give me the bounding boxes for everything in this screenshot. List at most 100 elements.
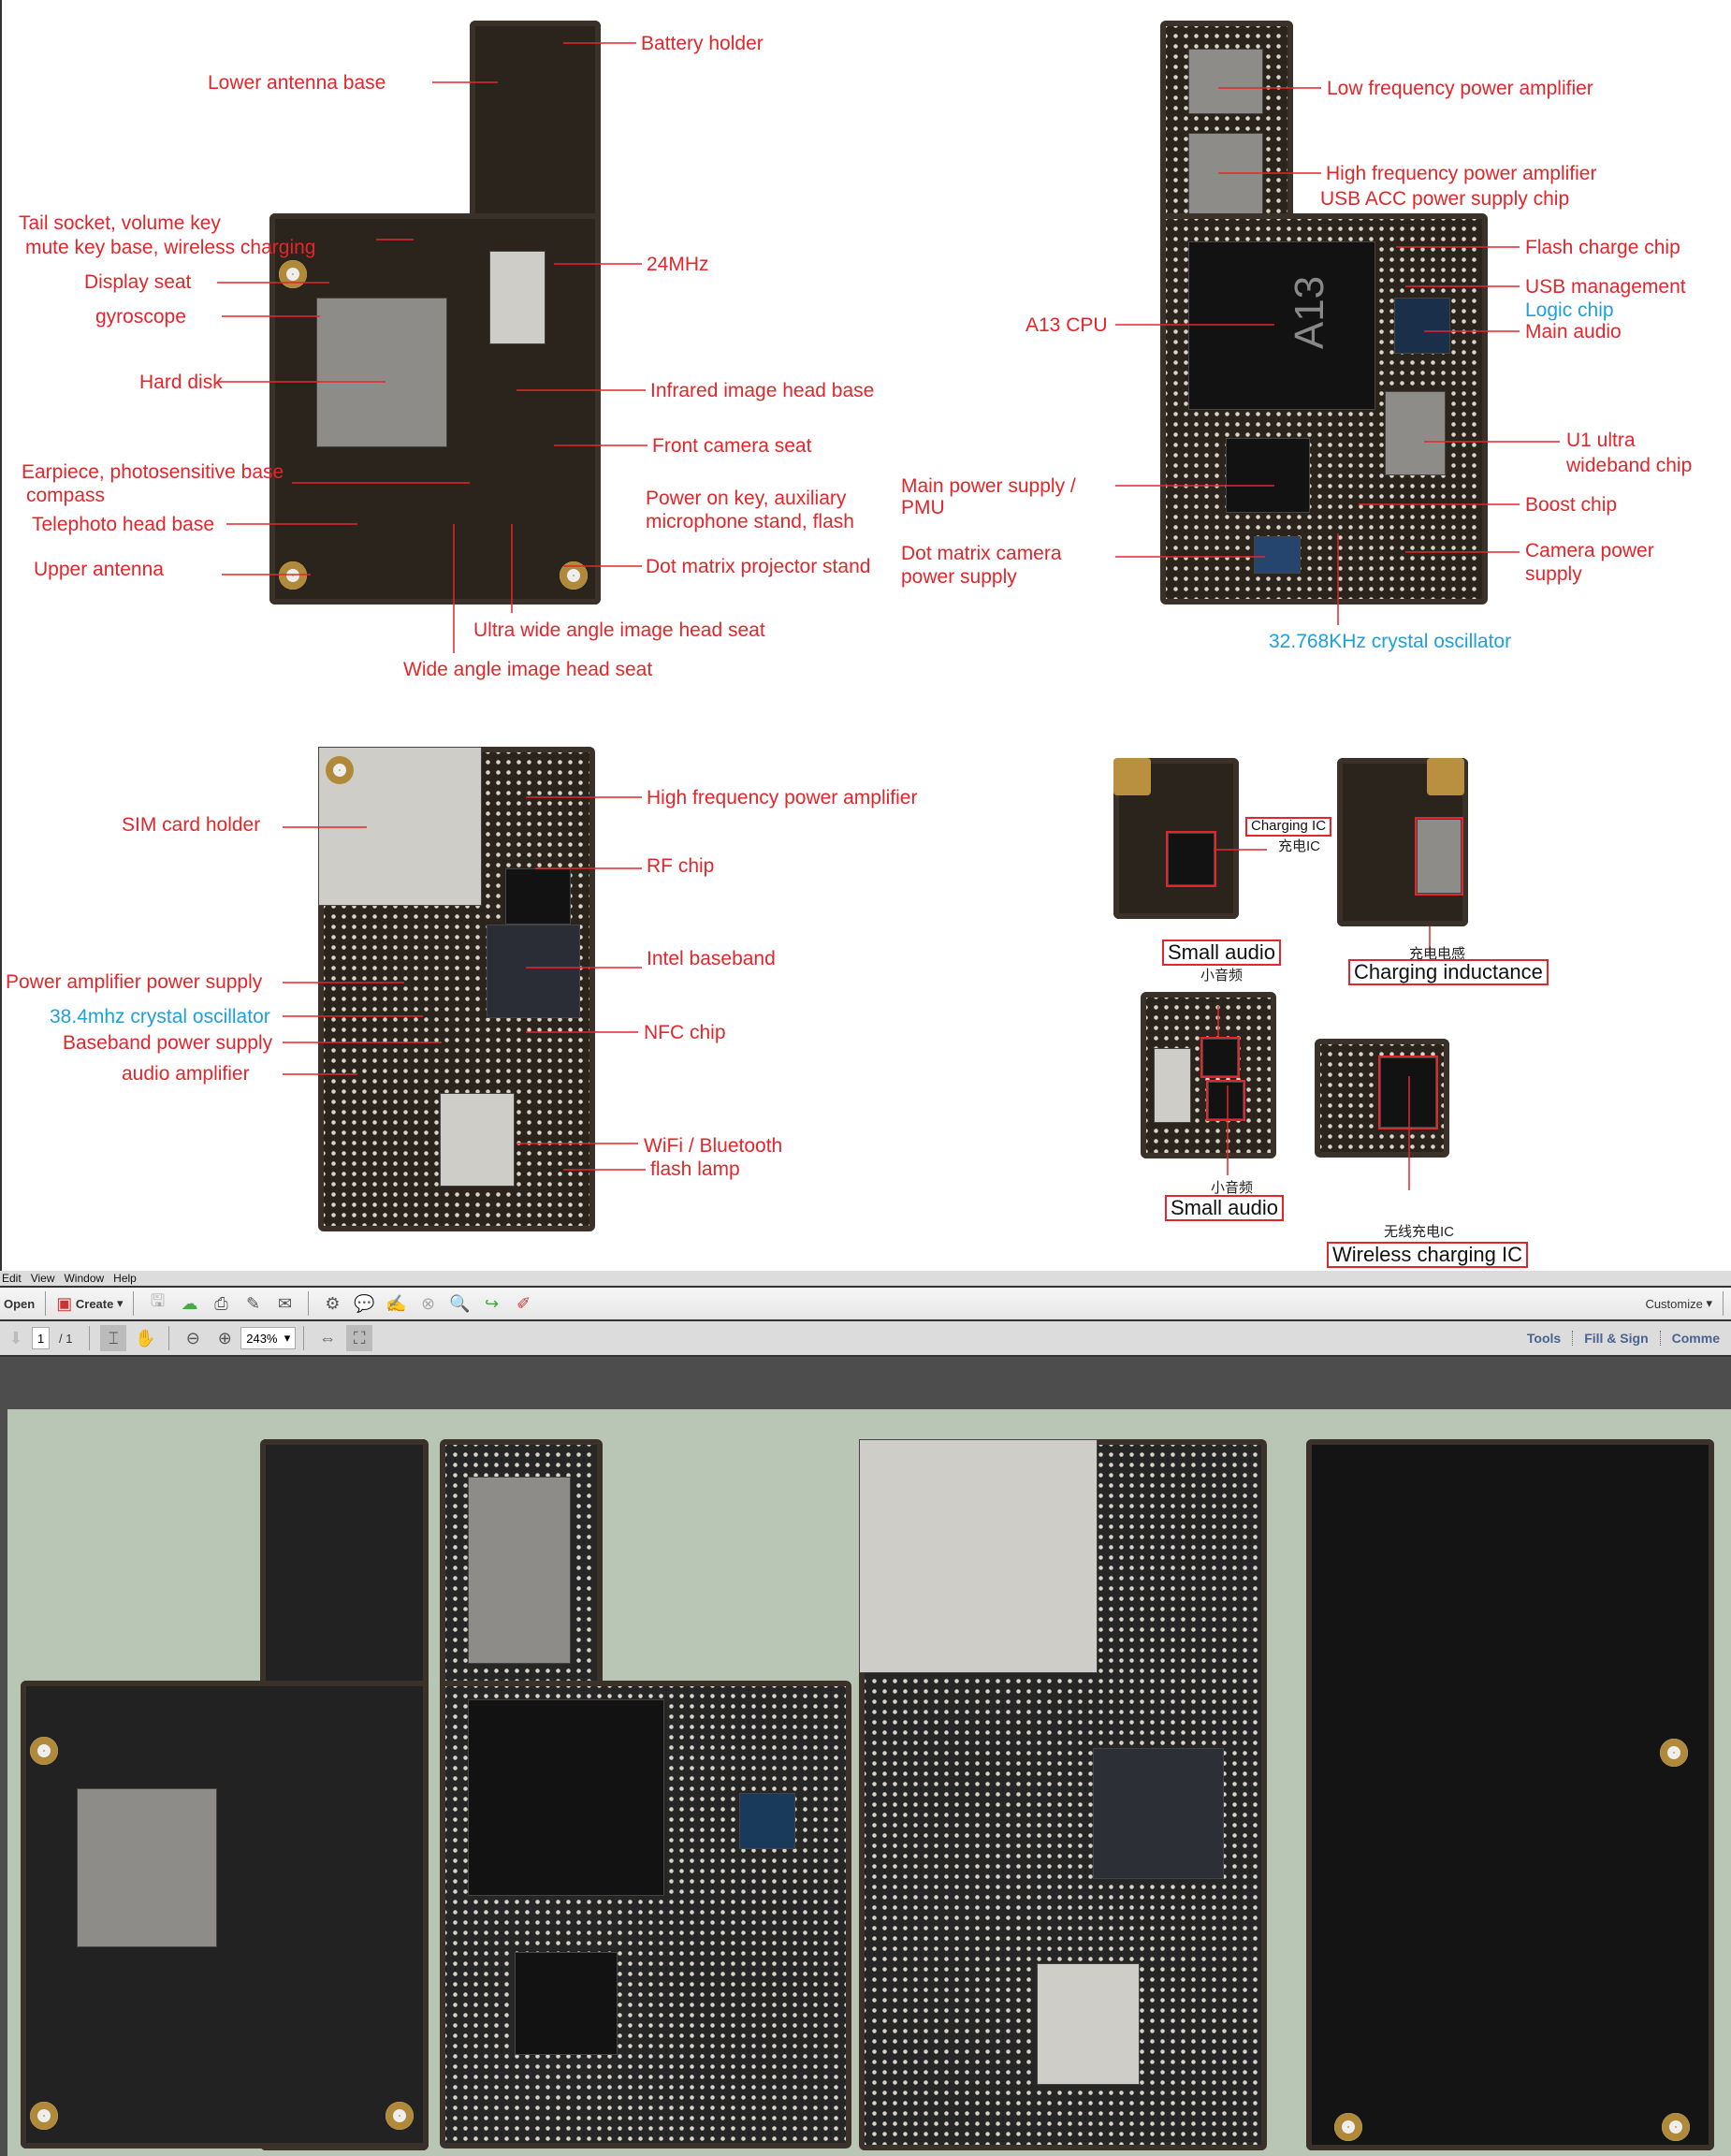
label-nfc-chip: NFC chip	[644, 1022, 726, 1043]
export-icon[interactable]: ↪	[484, 1293, 500, 1313]
label-dot-matrix-camera-2: power supply	[901, 566, 1017, 588]
label-wifi-bt: WiFi / Bluetooth	[644, 1135, 783, 1157]
rf-board	[318, 747, 595, 1231]
label-audio-amp: audio amplifier	[122, 1063, 250, 1085]
label-charging-inductance: Charging inductance	[1348, 959, 1549, 986]
save-icon[interactable]: 🖫	[150, 1291, 166, 1310]
menu-view[interactable]: View	[30, 1272, 55, 1285]
label-flash-lamp: flash lamp	[650, 1158, 740, 1180]
label-crystal-32k: 32.768KHz crystal oscillator	[1269, 631, 1512, 652]
fit-page-icon[interactable]: ⛶	[346, 1325, 373, 1351]
label-charging-ic-cn: 充电IC	[1278, 838, 1321, 854]
label-power-on-key-2: microphone stand, flash	[646, 511, 854, 532]
label-gyroscope: gyroscope	[95, 306, 186, 328]
label-low-freq-pa: Low frequency power amplifier	[1327, 78, 1593, 99]
small-board-charging-inductance	[1337, 758, 1468, 926]
label-rf-high-freq-pa: High frequency power amplifier	[647, 787, 918, 808]
pdf-document-view[interactable]	[7, 1409, 1731, 2156]
label-earpiece: Earpiece, photosensitive base	[22, 461, 284, 483]
upload-cloud-icon[interactable]: ☁	[181, 1293, 198, 1313]
label-baseband-power: Baseband power supply	[63, 1032, 273, 1054]
label-camera-power: Camera power	[1525, 540, 1654, 561]
create-button[interactable]: ▣ Create ▾	[56, 1293, 124, 1313]
document-left-margin	[0, 1357, 7, 2156]
label-power-on-key: Power on key, auxiliary	[646, 488, 847, 509]
navigation-toolbar: ⬇ 1 / 1 ⌶ ✋ ⊖ ⊕ 243% ▾ ⇔ ⛶ Tools Fill & …	[0, 1321, 1731, 1357]
label-boost-chip: Boost chip	[1525, 494, 1618, 516]
label-24mhz: 24MHz	[647, 254, 709, 275]
divider	[89, 1326, 91, 1350]
logic-board-bottom-layer-lower: A13	[1160, 213, 1488, 605]
highlight-icon[interactable]: ✍	[385, 1293, 407, 1313]
label-small-audio-2: Small audio	[1165, 1195, 1284, 1222]
label-main-power: Main power supply /	[901, 475, 1076, 497]
customize-button[interactable]: Customize ▾	[1645, 1296, 1712, 1311]
hand-tool-icon[interactable]: ✋	[135, 1328, 156, 1348]
small-board-wireless	[1315, 1039, 1449, 1158]
divider	[45, 1291, 47, 1316]
fill-sign-pane-link[interactable]: Fill & Sign	[1572, 1331, 1659, 1346]
page-total: / 1	[59, 1331, 73, 1346]
print-icon[interactable]: ⎙	[214, 1293, 228, 1313]
label-rf-chip: RF chip	[647, 855, 715, 877]
label-wireless-ic-cn: 无线充电IC	[1384, 1224, 1455, 1240]
label-small-audio-2-cn: 小音频	[1211, 1180, 1254, 1196]
zoom-in-icon[interactable]: ⊕	[217, 1328, 232, 1348]
label-wireless-ic: Wireless charging IC	[1327, 1242, 1528, 1269]
label-intel-baseband: Intel baseband	[647, 948, 776, 969]
pdf-board-bottom-layer-wide	[440, 1681, 851, 2149]
a13-chip-mark: A13	[1287, 275, 1333, 350]
email-icon[interactable]: ✉	[277, 1293, 293, 1313]
select-cursor-icon[interactable]: ⌶	[100, 1325, 127, 1351]
label-logic-chip: Logic chip	[1525, 299, 1614, 321]
open-button[interactable]: Open	[4, 1296, 36, 1311]
delete-page-icon[interactable]: ⊗	[420, 1293, 436, 1313]
create-label: Create	[75, 1296, 114, 1311]
label-front-camera-seat: Front camera seat	[652, 435, 812, 457]
document-top-margin	[0, 1357, 1731, 1409]
label-tail-socket: Tail socket, volume key	[19, 212, 221, 234]
label-ultra-wide-seat: Ultra wide angle image head seat	[473, 619, 765, 641]
divider	[168, 1326, 170, 1350]
comment-icon[interactable]: 💬	[354, 1293, 375, 1313]
menu-edit[interactable]: Edit	[2, 1272, 22, 1285]
fit-width-icon[interactable]: ⇔	[319, 1328, 337, 1348]
zoom-out-icon[interactable]: ⊖	[185, 1328, 200, 1348]
label-telephoto-head-base: Telephoto head base	[32, 514, 214, 535]
search-document-icon[interactable]: 🔍	[449, 1293, 471, 1313]
pdf-board-top-layer-wide	[21, 1681, 429, 2149]
label-sim-holder: SIM card holder	[122, 814, 261, 836]
label-pmu: PMU	[901, 497, 945, 518]
customize-label: Customize	[1645, 1296, 1703, 1311]
label-main-audio: Main audio	[1525, 321, 1622, 342]
logic-board-bottom-layer	[1160, 21, 1293, 236]
label-compass: compass	[26, 485, 106, 506]
label-charging-ic: Charging IC	[1245, 817, 1332, 837]
create-pdf-icon: ▣	[56, 1293, 73, 1313]
divider	[303, 1326, 305, 1350]
divider	[133, 1291, 135, 1316]
gear-icon[interactable]: ⚙	[325, 1293, 341, 1313]
edit-document-icon[interactable]: ✎	[245, 1293, 261, 1313]
main-toolbar: Open ▣ Create ▾ 🖫 ☁ ⎙ ✎ ✉ ⚙ 💬 ✍ ⊗ 🔍 ↪ ✐ …	[0, 1288, 1731, 1321]
divider	[1723, 1291, 1724, 1316]
comment-pane-link[interactable]: Comme	[1659, 1331, 1731, 1346]
label-a13-cpu: A13 CPU	[1026, 314, 1108, 336]
tools-pane-link[interactable]: Tools	[1526, 1331, 1562, 1346]
label-dot-matrix-projector: Dot matrix projector stand	[646, 556, 871, 577]
divider	[308, 1291, 310, 1316]
page-down-icon[interactable]: ⬇	[8, 1328, 23, 1348]
sign-document-icon[interactable]: ✐	[516, 1293, 531, 1313]
page-number-input[interactable]: 1	[32, 1327, 51, 1349]
pdf-back-board	[1306, 1439, 1714, 2150]
small-board-charging-ic	[1113, 758, 1239, 919]
zoom-select[interactable]: 243% ▾	[240, 1327, 297, 1349]
menu-window[interactable]: Window	[64, 1272, 105, 1285]
label-u1: U1 ultra	[1566, 430, 1636, 451]
label-infrared-head-base: Infrared image head base	[650, 380, 875, 401]
pdf-rf-board	[859, 1439, 1267, 2150]
menu-help[interactable]: Help	[113, 1272, 137, 1285]
label-u1-2: wideband chip	[1566, 455, 1693, 476]
logic-board-top-layer-lower	[269, 213, 601, 605]
label-pa-power: Power amplifier power supply	[6, 971, 263, 993]
